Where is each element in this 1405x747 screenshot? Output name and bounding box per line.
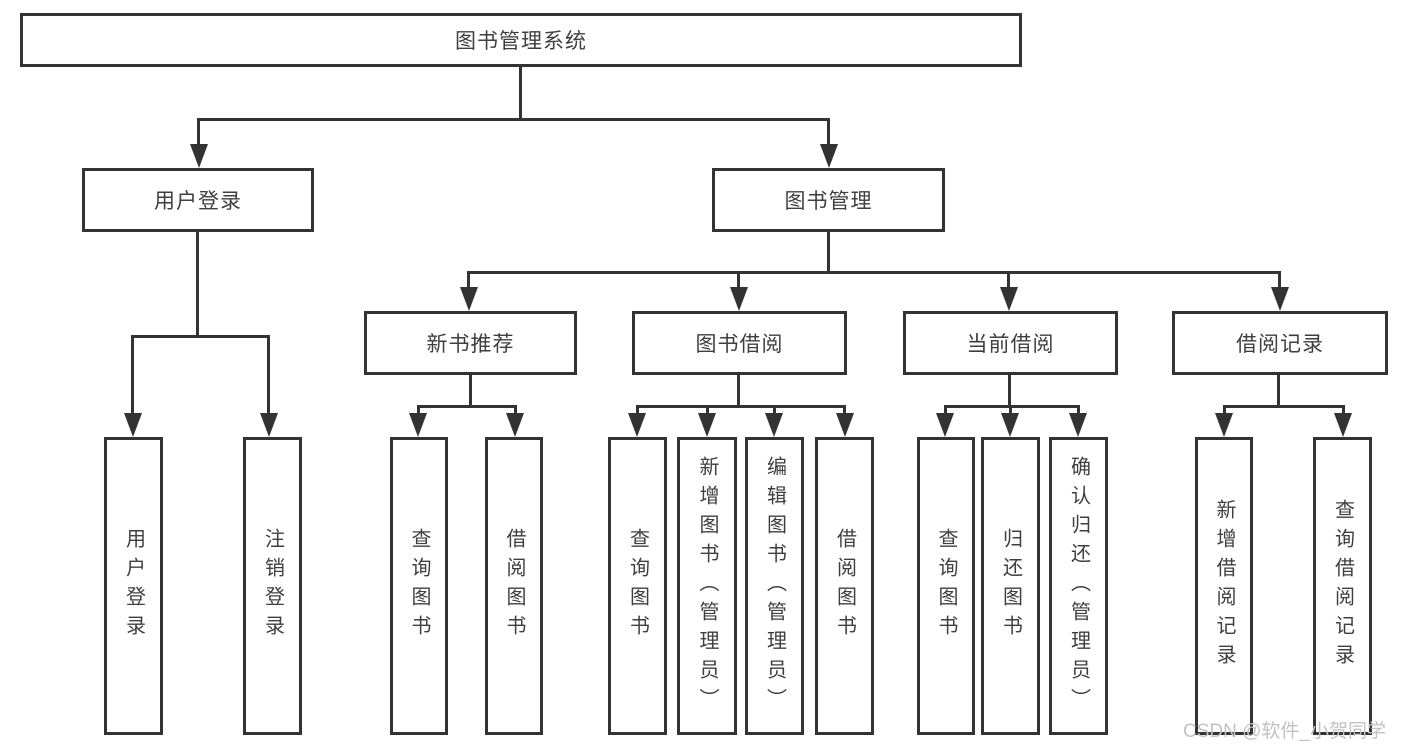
connector-arrow [1001,413,1019,437]
leaf-edit-books-admin-label: 编辑图书（管理员） [763,455,786,717]
connector-arrow [190,144,208,168]
leaf-return-books-label: 归还图书 [999,528,1022,644]
connector-line [467,273,470,289]
leaf-logout-label: 注销登录 [261,528,284,644]
leaf-confirm-return-admin-label: 确认归还（管理员） [1067,455,1090,717]
connector-line [827,120,830,148]
connector-arrow [1271,287,1289,311]
connector-line [944,405,1080,408]
connector-line [636,405,639,416]
node-current-borrow-label: 当前借阅 [966,333,1055,356]
connector-line [1223,405,1226,416]
connector-line [417,405,517,408]
leaf-user-login: 用户登录 [104,437,163,735]
leaf-current-query-books: 查询图书 [917,437,975,735]
node-user-login: 用户登录 [82,168,314,232]
connector-line [1009,405,1012,416]
leaf-add-borrow-record: 新增借阅记录 [1195,437,1253,735]
leaf-logout: 注销登录 [243,437,302,735]
connector-line [1342,405,1345,416]
leaf-borrow-query-books: 查询图书 [608,437,667,735]
connector-line [1223,405,1344,408]
connector-line [469,375,472,407]
leaf-borrow-books-label: 借阅图书 [833,528,856,644]
leaf-current-query-books-label: 查询图书 [935,528,957,644]
connector-line [197,120,200,148]
connector-line [843,405,846,416]
connector-arrow [628,413,646,437]
leaf-return-books: 归还图书 [981,437,1040,735]
connector-line [467,271,1281,274]
connector-line [1008,375,1011,407]
connector-arrow [260,413,278,437]
connector-arrow [936,413,954,437]
connector-line [636,405,846,408]
connector-line [827,232,830,273]
connector-line [1007,273,1010,289]
connector-arrow [836,413,854,437]
connector-line [197,118,830,121]
connector-line [519,67,522,120]
connector-line [737,375,740,407]
node-user-login-label: 用户登录 [154,190,242,213]
leaf-edit-books-admin: 编辑图书（管理员） [745,437,804,735]
leaf-borrow-query-books-label: 查询图书 [626,528,649,644]
connector-arrow [1334,413,1352,437]
connector-arrow [506,413,524,437]
connector-line [1277,375,1280,407]
connector-line [737,273,740,289]
leaf-newbook-borrow-books-label: 借阅图书 [503,528,525,644]
node-book-management: 图书管理 [712,168,945,232]
leaf-add-books-admin-label: 新增图书（管理员） [696,455,718,717]
connector-line [944,405,947,416]
leaf-newbook-query-books: 查询图书 [390,437,448,735]
connector-arrow [698,413,716,437]
connector-line [773,405,776,416]
connector-arrow [730,287,748,311]
leaf-confirm-return-admin: 确认归还（管理员） [1049,437,1108,735]
connector-arrow [765,413,783,437]
connector-arrow [409,413,427,437]
leaf-user-login-label: 用户登录 [122,528,145,644]
leaf-newbook-query-books-label: 查询图书 [408,528,430,644]
leaf-add-books-admin: 新增图书（管理员） [677,437,737,735]
connector-line [1278,273,1281,289]
connector-arrow [124,413,142,437]
connector-arrow [460,287,478,311]
connector-line [131,335,270,338]
connector-arrow [1000,287,1018,311]
node-book-borrow-label: 图书借阅 [695,333,784,356]
connector-arrow [1069,413,1087,437]
node-library-system-label: 图书管理系统 [455,30,587,53]
leaf-query-borrow-record-label: 查询借阅记录 [1331,499,1354,673]
node-library-system: 图书管理系统 [20,13,1022,67]
leaf-add-borrow-record-label: 新增借阅记录 [1213,499,1235,673]
leaf-query-borrow-record: 查询借阅记录 [1313,437,1372,735]
node-book-management-label: 图书管理 [784,190,873,213]
connector-line [706,405,709,416]
node-borrow-records-label: 借阅记录 [1236,333,1324,356]
connector-arrow [1215,413,1233,437]
csdn-watermark: CSDN @软件_小贺同学 [1183,721,1386,742]
node-new-book-recommend-label: 新书推荐 [426,333,515,356]
node-borrow-records: 借阅记录 [1172,311,1388,375]
leaf-newbook-borrow-books: 借阅图书 [485,437,543,735]
node-current-borrow: 当前借阅 [903,311,1118,375]
leaf-borrow-books: 借阅图书 [815,437,874,735]
connector-line [514,405,517,416]
connector-line [131,337,134,415]
connector-line [417,405,420,416]
connector-line [196,232,199,337]
connector-line [1077,405,1080,416]
connector-arrow [820,144,838,168]
node-book-borrow: 图书借阅 [632,311,847,375]
connector-line [267,337,270,415]
node-new-book-recommend: 新书推荐 [364,311,577,375]
